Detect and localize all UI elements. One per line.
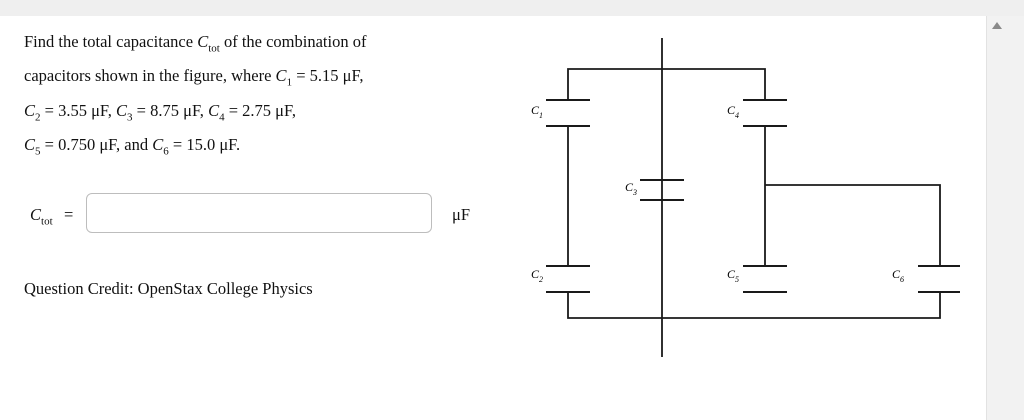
c3-symbol: C	[116, 100, 128, 120]
capacitor-circuit-diagram: C1 C2 C3 C4 C5 C6	[531, 38, 960, 357]
c4-value: 2.75 μF,	[242, 100, 296, 120]
c1-value: 5.15 μF,	[309, 66, 364, 86]
c5-symbol: C	[24, 134, 36, 154]
c5-subscript: 5	[35, 145, 41, 158]
scrollbar[interactable]	[986, 16, 1024, 420]
c3-subscript: 3	[127, 110, 133, 123]
and-word: and	[124, 134, 149, 154]
c4-symbol: C	[208, 100, 220, 120]
top-wire	[567, 68, 766, 100]
c4-label: C4	[727, 103, 739, 120]
circuit-wires	[567, 38, 941, 357]
c1-label: C1	[531, 103, 543, 120]
ctot-symbol: C	[197, 32, 209, 51]
answer-label-subscript: tot	[41, 215, 53, 228]
question-where: capacitors shown in the figure, where	[24, 66, 276, 86]
question-intro: Find the total capacitance	[24, 32, 198, 51]
answer-row: Ctot = μF	[30, 193, 490, 237]
c6-value: 15.0 μF.	[186, 134, 241, 154]
question-line-4: C5 = 0.750 μF, and C6 = 15.0 μF.	[24, 134, 241, 158]
answer-unit: μF	[452, 205, 471, 224]
c3-value: 8.75 μF,	[150, 100, 204, 120]
c2-value: 3.55 μF,	[58, 100, 112, 120]
question-intro-end: of the combination of	[219, 32, 367, 51]
c5-value: 0.750 μF,	[58, 134, 121, 154]
capacitor-plates	[546, 99, 960, 293]
question-line-1: Find the total capacitance Ctot of the c…	[24, 28, 454, 62]
answer-label-symbol: C	[30, 205, 42, 224]
c6-branch-wire	[765, 184, 941, 266]
c6-subscript: 6	[163, 145, 169, 158]
answer-equals: =	[64, 205, 74, 224]
ctot-subscript: tot	[208, 42, 220, 55]
c6-symbol: C	[152, 134, 164, 154]
scroll-up-arrow-icon[interactable]	[992, 22, 1002, 29]
c6-label: C6	[892, 267, 904, 284]
question-line-2: capacitors shown in the figure, where C1…	[24, 66, 364, 89]
c1-symbol: C	[275, 66, 287, 86]
question-credit: Question Credit: OpenStax College Physic…	[24, 279, 313, 298]
c2-symbol: C	[24, 100, 36, 120]
c4-subscript: 4	[219, 110, 225, 123]
c5-label: C5	[727, 267, 739, 284]
bottom-wire	[567, 292, 941, 319]
ctot-answer-input[interactable]	[86, 193, 432, 233]
question-text: Find the total capacitance Ctot of the c…	[24, 28, 454, 165]
c2-subscript: 2	[35, 110, 41, 123]
c1-subscript: 1	[286, 76, 293, 89]
c3-label: C3	[625, 180, 637, 197]
question-line-3: C2 = 3.55 μF, C3 = 8.75 μF, C4 = 2.75 μF…	[24, 100, 296, 123]
c2-label: C2	[531, 267, 543, 284]
answer-label: Ctot	[30, 205, 53, 227]
